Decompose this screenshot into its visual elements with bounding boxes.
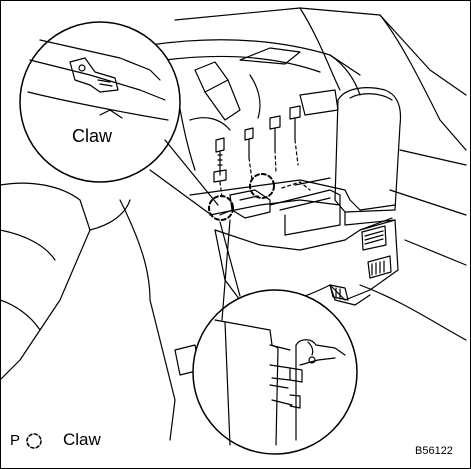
legend-prefix: P — [10, 432, 21, 449]
callout-top-claw-label: Claw — [72, 126, 113, 146]
legend-claw-label: Claw — [63, 430, 101, 449]
figure-code: B56122 — [415, 445, 453, 457]
